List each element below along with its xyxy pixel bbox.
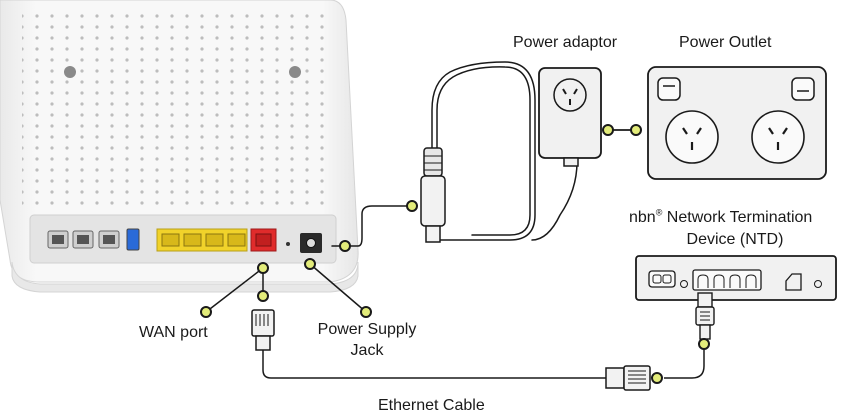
usb-port [126,228,140,251]
callout-dot [602,124,614,136]
wan-ethernet-plug [251,309,275,351]
phone-port [72,230,94,249]
ethernet-cable [262,339,705,379]
wan-port-label: WAN port [139,324,208,341]
router-screw-right [289,66,301,78]
ntd-brand: nbn [629,209,656,226]
router-screw-left [64,66,76,78]
router-vents [22,10,332,206]
power-outlet [647,66,827,180]
callout-dots [200,124,710,384]
callout-dot [200,306,212,318]
power-cable [331,61,578,247]
callout-dot [257,290,269,302]
ntd-label-line1: nbn® Network Termination [629,208,812,228]
ntd-cable-plug [605,365,651,391]
ntd-label-rest: Network Termination [662,209,813,226]
ntd-ethernet-plug [695,292,715,340]
barrel-plug [420,147,446,243]
callout-dot [406,200,418,212]
router [0,0,359,293]
callout-dot [339,240,351,252]
ntd-label-line2: Device (NTD) [686,231,784,248]
phone-port [47,230,69,249]
callout-dot [360,306,372,318]
callout-dot [698,338,710,350]
ntd-device [635,255,837,301]
ntd-registered-mark: ® [655,207,663,218]
power-supply-jack-label-line2: Jack [350,342,384,359]
power-outlet-label: Power Outlet [679,34,772,51]
phone-port [98,230,120,249]
lan-ports [156,228,248,252]
wan-port [250,228,277,252]
power-adaptor-label: Power adaptor [513,34,618,51]
reset-hole [286,242,290,246]
callout-dot [304,258,316,270]
power-adaptor [538,67,602,167]
router-base [11,261,359,293]
power-supply-jack [300,233,322,253]
callout-dot [257,262,269,274]
callout-dot [651,372,663,384]
ethernet-cable-label: Ethernet Cable [378,397,485,414]
power-supply-jack-label-line1: Power Supply [317,321,417,338]
callout-dot [630,124,642,136]
